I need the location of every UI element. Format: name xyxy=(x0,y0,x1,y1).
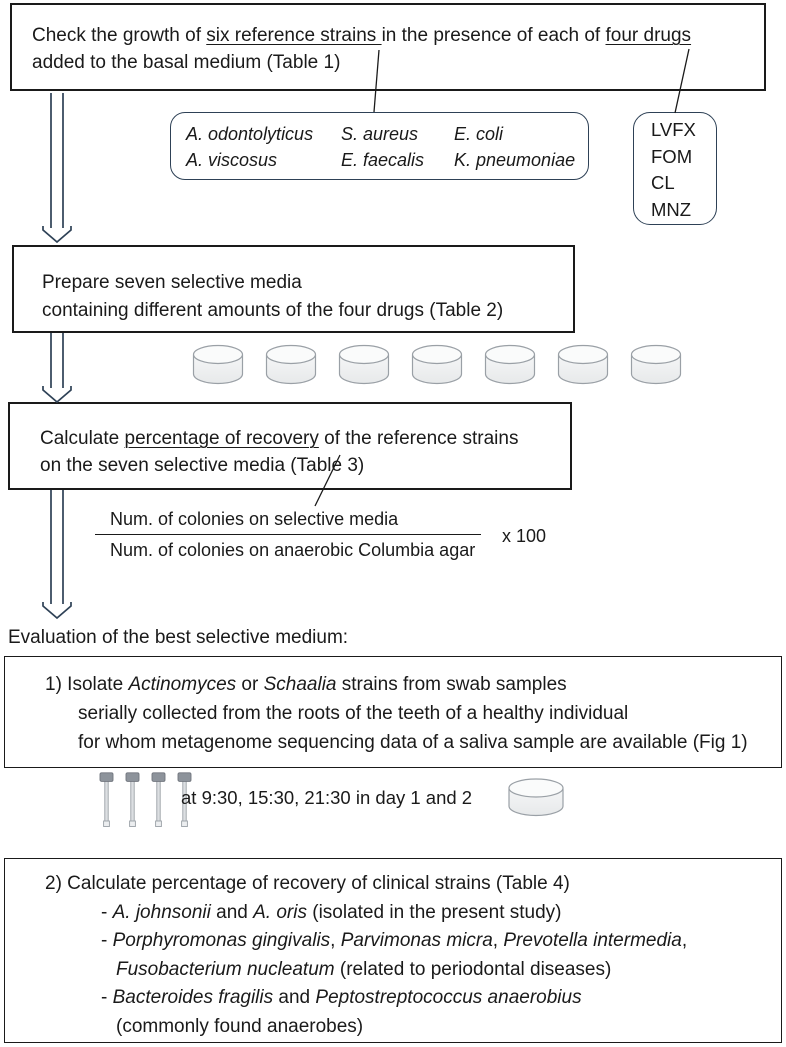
step4-box: 1) Isolate Actinomyces or Schaalia strai… xyxy=(4,656,782,768)
strain-name: S. aureus xyxy=(341,124,419,144)
petri-dish-icon xyxy=(338,344,390,385)
step5-line2: - A. johnsonii and A. oris (isolated in … xyxy=(101,901,562,923)
step4-line2: serially collected from the roots of the… xyxy=(78,703,629,724)
formula-numerator: Num. of colonies on selective media xyxy=(110,509,399,529)
step1-line2: added to the basal medium (Table 1) xyxy=(32,52,341,73)
step5-line1: 2) Calculate percentage of recovery of c… xyxy=(45,873,570,894)
drug-name: MNZ xyxy=(651,198,692,220)
strain-name: E. faecalis xyxy=(341,150,425,170)
step5-line6: (commonly found anaerobes) xyxy=(116,1015,364,1037)
reference-strains-box: A. odontolyticus S. aureus E. coli A. vi… xyxy=(170,112,589,180)
petri-dish-icon xyxy=(411,344,463,385)
fraction-bar xyxy=(95,534,481,535)
step1-box: Check the growth of six reference strain… xyxy=(10,3,766,91)
four-drugs-underlined: four drugs xyxy=(605,25,692,46)
step2-line2: containing different amounts of the four… xyxy=(42,299,504,321)
strain-name: A. viscosus xyxy=(186,150,278,170)
swab-icon xyxy=(177,772,192,827)
step2-box: Prepare seven selective media containing… xyxy=(12,245,575,333)
recovery-formula: Num. of colonies on selective media Num.… xyxy=(95,508,487,561)
petri-dish-icon xyxy=(265,344,317,385)
drug-name: LVFX xyxy=(651,119,696,140)
six-reference-strains-underlined: six reference strains xyxy=(206,25,382,46)
reference-strains-grid: A. odontolyticus S. aureus E. coli A. vi… xyxy=(171,113,588,173)
sampling-schedule-note: at 9:30, 15:30, 21:30 in day 1 and 2 xyxy=(181,787,473,808)
step5-line3: - Porphyromonas gingivalis, Parvimonas m… xyxy=(101,930,688,951)
selective-media-dishes xyxy=(190,342,684,388)
petri-dish-icon xyxy=(557,344,609,385)
step4-line3: for whom metagenome sequencing data of a… xyxy=(78,732,748,753)
step2-line1: Prepare seven selective media xyxy=(42,272,302,293)
petri-dish-icon xyxy=(192,344,244,385)
step3-box: Calculate percentage of recovery of the … xyxy=(8,402,572,490)
strain-name: K. pneumoniae xyxy=(454,150,576,170)
swab-icon xyxy=(125,772,140,827)
petri-dish-icon xyxy=(508,778,564,817)
swab-icon xyxy=(99,772,114,827)
step4-line1: 1) Isolate Actinomyces or Schaalia strai… xyxy=(45,674,567,695)
step1-line1: Check the growth of six reference strain… xyxy=(32,25,692,46)
petri-dish-icon xyxy=(630,344,682,385)
drug-name: FOM xyxy=(651,145,693,167)
culture-dish xyxy=(505,776,567,825)
swab-group xyxy=(99,772,192,830)
formula-denominator: Num. of colonies on anaerobic Columbia a… xyxy=(110,540,476,560)
down-arrow-icon xyxy=(42,490,72,620)
petri-dish-icon xyxy=(484,344,536,385)
step3-line1: Calculate percentage of recovery of the … xyxy=(40,428,519,449)
drug-name: CL xyxy=(651,172,675,193)
step5-line4: Fusobacterium nucleatum (related to peri… xyxy=(116,958,612,980)
drugs-box: LVFX FOM CL MNZ xyxy=(633,112,717,225)
swab-icon xyxy=(151,772,166,827)
down-arrow-icon xyxy=(42,333,72,404)
step5-box: 2) Calculate percentage of recovery of c… xyxy=(4,858,782,1043)
down-arrow-icon xyxy=(42,93,72,244)
strain-name: E. coli xyxy=(454,124,504,144)
formula-multiplier: x 100 xyxy=(502,526,547,546)
step5-line5: - Bacteroides fragilis and Peptostreptoc… xyxy=(101,987,582,1008)
step3-line2: on the seven selective media (Table 3) xyxy=(40,455,365,476)
strain-name: A. odontolyticus xyxy=(186,124,314,144)
percentage-of-recovery-underlined: percentage of recovery xyxy=(124,428,319,449)
evaluation-heading: Evaluation of the best selective medium: xyxy=(8,627,349,648)
